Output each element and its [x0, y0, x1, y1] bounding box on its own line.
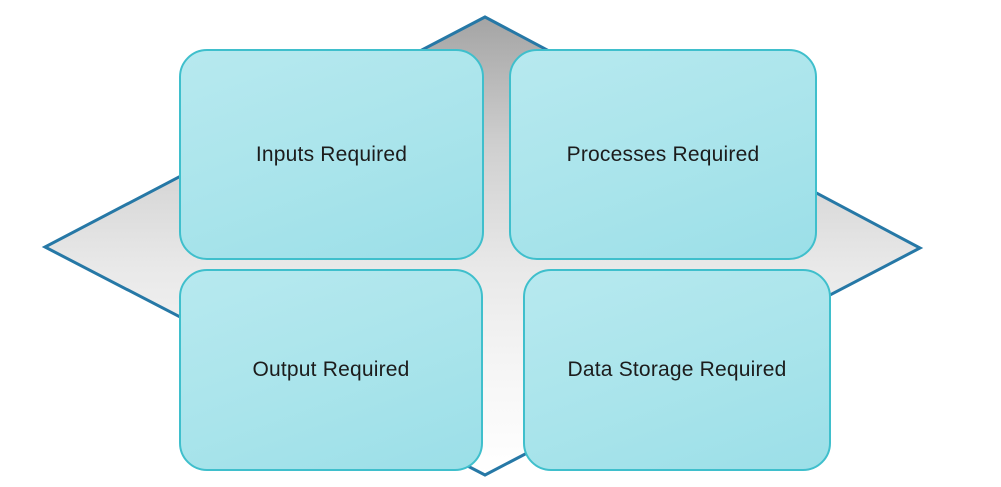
node-data-storage-required: Data Storage Required	[523, 269, 831, 471]
node-processes-required-label: Processes Required	[566, 142, 760, 166]
node-output-required-label: Output Required	[252, 358, 410, 382]
node-data-storage-required-label: Data Storage Required	[567, 358, 787, 382]
node-inputs-required-label: Inputs Required	[255, 142, 408, 166]
node-processes-required: Processes Required	[509, 49, 817, 260]
node-inputs-required: Inputs Required	[179, 49, 484, 260]
node-output-required: Output Required	[179, 269, 483, 471]
